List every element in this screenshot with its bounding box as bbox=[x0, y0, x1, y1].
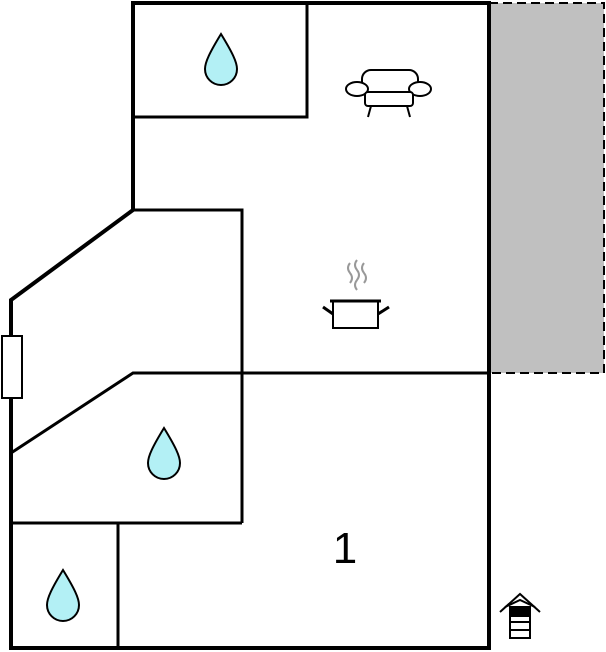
window bbox=[1, 335, 23, 399]
outer-wall bbox=[9, 1, 491, 650]
entrance-house-icon bbox=[499, 592, 541, 639]
water-drop-icon bbox=[203, 32, 239, 86]
room-number-label: 1 bbox=[333, 524, 357, 573]
interior-walls bbox=[10, 3, 489, 648]
water-drop-icon bbox=[146, 426, 182, 480]
cooking-pot-icon bbox=[322, 259, 390, 329]
terrace-area bbox=[488, 2, 605, 374]
sofa-icon bbox=[345, 69, 432, 118]
water-drop-icon bbox=[45, 568, 81, 622]
